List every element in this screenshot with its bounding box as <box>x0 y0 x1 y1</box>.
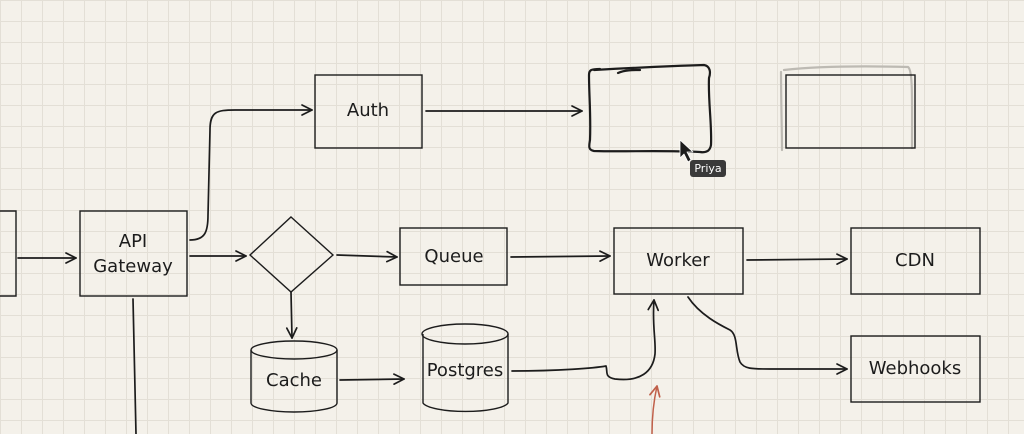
node-queue-label: Queue <box>424 246 483 267</box>
cursor-label-badge <box>690 160 726 177</box>
edges <box>17 104 848 434</box>
node-cdn[interactable]: CDN <box>850 227 981 295</box>
node-postgres[interactable]: Postgres <box>421 323 509 413</box>
annotation-arrow[interactable] <box>649 385 661 434</box>
edge-cache-to-postgres[interactable] <box>339 373 405 386</box>
node-api-gateway[interactable]: API Gateway <box>79 210 188 297</box>
node-worker[interactable]: Worker <box>613 227 744 295</box>
edge-decision-to-cache[interactable] <box>285 291 298 339</box>
node-cache-label: Cache <box>266 370 322 391</box>
node-auth-label: Auth <box>347 100 389 121</box>
node-ghost-box[interactable] <box>779 65 916 152</box>
node-webhooks-label: Webhooks <box>869 358 961 379</box>
node-worker-label: Worker <box>646 250 710 271</box>
edge-queue-to-worker[interactable] <box>510 250 611 262</box>
edge-gateway-to-auth[interactable] <box>189 104 313 241</box>
node-auth[interactable]: Auth <box>314 74 423 149</box>
node-webhooks[interactable]: Webhooks <box>850 335 981 403</box>
node-api-gateway-label-line1: API <box>119 231 147 252</box>
node-cdn-label: CDN <box>895 250 935 271</box>
node-sketch-box[interactable] <box>587 63 713 154</box>
edge-worker-to-webhooks[interactable] <box>687 296 848 375</box>
collaborator-cursor: Priya <box>679 139 726 177</box>
node-decision[interactable] <box>248 216 335 293</box>
edge-worker-to-cdn[interactable] <box>746 253 848 265</box>
cursor-user-name: Priya <box>694 162 721 175</box>
cursor-arrow-icon <box>679 139 694 163</box>
node-postgres-label: Postgres <box>427 360 504 381</box>
edge-gateway-down[interactable] <box>132 298 137 434</box>
node-api-gateway-label-line2: Gateway <box>93 256 173 277</box>
node-left-partial[interactable] <box>0 210 17 297</box>
node-cache[interactable]: Cache <box>250 340 338 413</box>
edge-decision-to-queue[interactable] <box>336 250 398 263</box>
edge-postgres-to-worker[interactable] <box>511 299 660 381</box>
node-queue[interactable]: Queue <box>399 227 508 286</box>
